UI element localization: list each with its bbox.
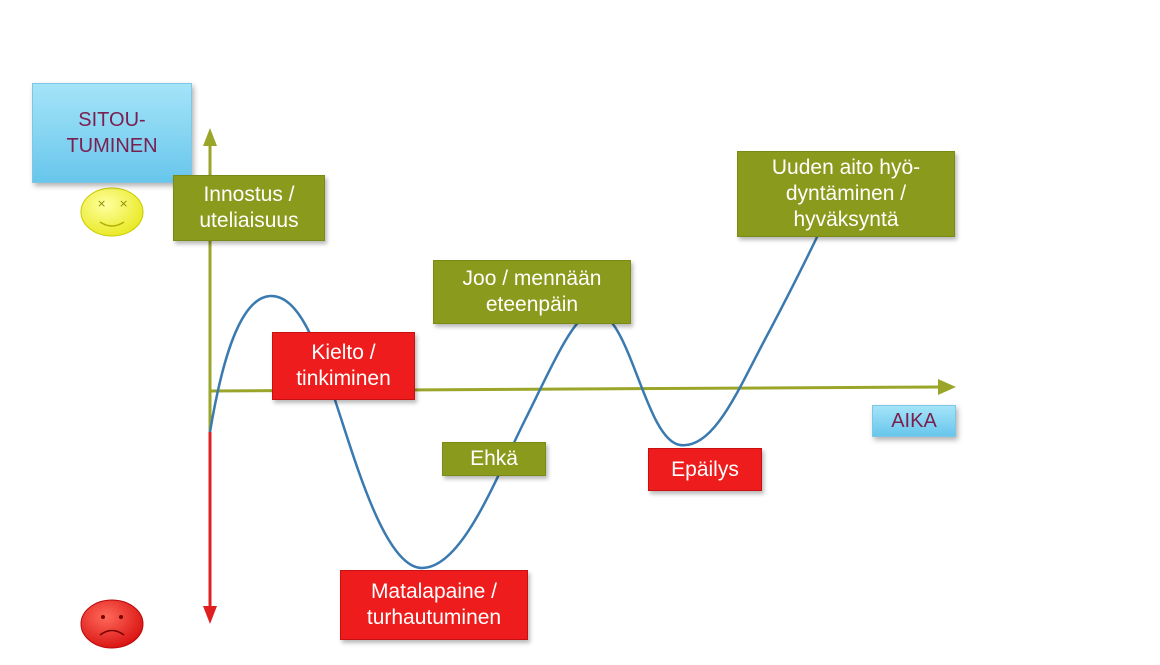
stage-innostus: Innostus / uteliaisuus bbox=[173, 175, 325, 241]
svg-text:×: × bbox=[119, 197, 128, 210]
y-axis-up-arrowhead bbox=[203, 128, 217, 146]
commitment-curve bbox=[208, 234, 820, 570]
y-axis-down-arrowhead bbox=[203, 606, 217, 624]
happy-face-icon: × × bbox=[80, 187, 144, 237]
sad-face-icon bbox=[80, 599, 144, 649]
x-axis-arrowhead bbox=[938, 379, 956, 395]
x-axis-label: AIKA bbox=[872, 405, 956, 437]
stage-matalapaine: Matalapaine / turhautuminen bbox=[340, 570, 528, 640]
stage-joo: Joo / mennään eteenpäin bbox=[433, 260, 631, 324]
stage-ehka: Ehkä bbox=[442, 442, 546, 476]
svg-text:×: × bbox=[97, 197, 106, 210]
y-axis-label: SITOU- TUMINEN bbox=[32, 83, 192, 183]
stage-uuden: Uuden aito hyö- dyntäminen / hyväksyntä bbox=[737, 151, 955, 237]
stage-kielto: Kielto / tinkiminen bbox=[272, 332, 415, 400]
stage-epailys: Epäilys bbox=[648, 448, 762, 491]
